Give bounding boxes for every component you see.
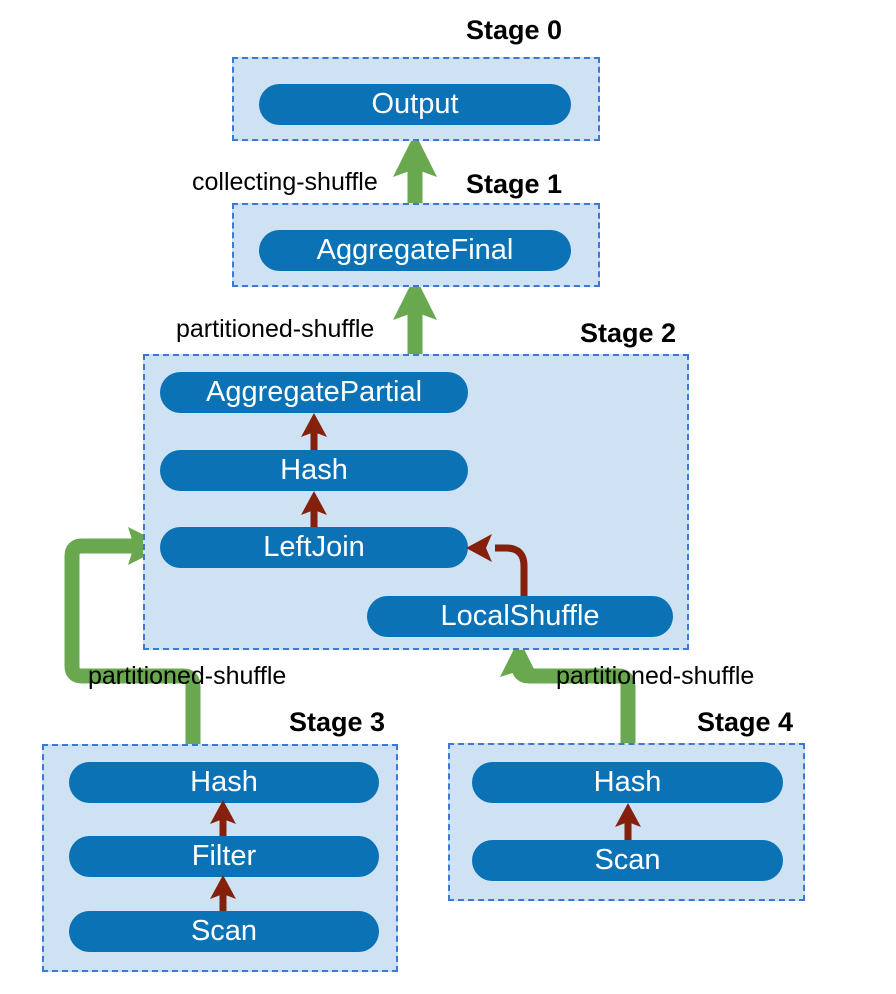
- stage-0-label: Stage 0: [466, 15, 563, 45]
- operator-filter-stage3[interactable]: Filter: [69, 836, 379, 877]
- operator-output[interactable]: Output: [259, 84, 571, 125]
- operator-left-join[interactable]: LeftJoin: [160, 527, 468, 568]
- edge-label-partitioned-shuffle-stage2: partitioned-shuffle: [176, 315, 375, 343]
- edge-label-collecting-shuffle: collecting-shuffle: [192, 168, 378, 196]
- edge-label-partitioned-shuffle-stage3: partitioned-shuffle: [88, 662, 287, 690]
- operator-hash-stage2[interactable]: Hash: [160, 450, 468, 491]
- operator-scan-stage4[interactable]: Scan: [472, 840, 783, 881]
- operator-aggregate-final[interactable]: AggregateFinal: [259, 230, 571, 271]
- operator-hash-stage4[interactable]: Hash: [472, 762, 783, 803]
- operator-scan-stage3[interactable]: Scan: [69, 911, 379, 952]
- operator-aggregate-partial[interactable]: AggregatePartial: [160, 372, 468, 413]
- stage-3-label: Stage 3: [289, 707, 386, 737]
- operator-local-shuffle[interactable]: LocalShuffle: [367, 596, 673, 637]
- stage-4-label: Stage 4: [697, 707, 794, 737]
- stage-1-label: Stage 1: [466, 169, 563, 199]
- edge-label-partitioned-shuffle-stage4: partitioned-shuffle: [556, 662, 755, 690]
- stage-2-label: Stage 2: [580, 318, 677, 348]
- operator-hash-stage3[interactable]: Hash: [69, 762, 379, 803]
